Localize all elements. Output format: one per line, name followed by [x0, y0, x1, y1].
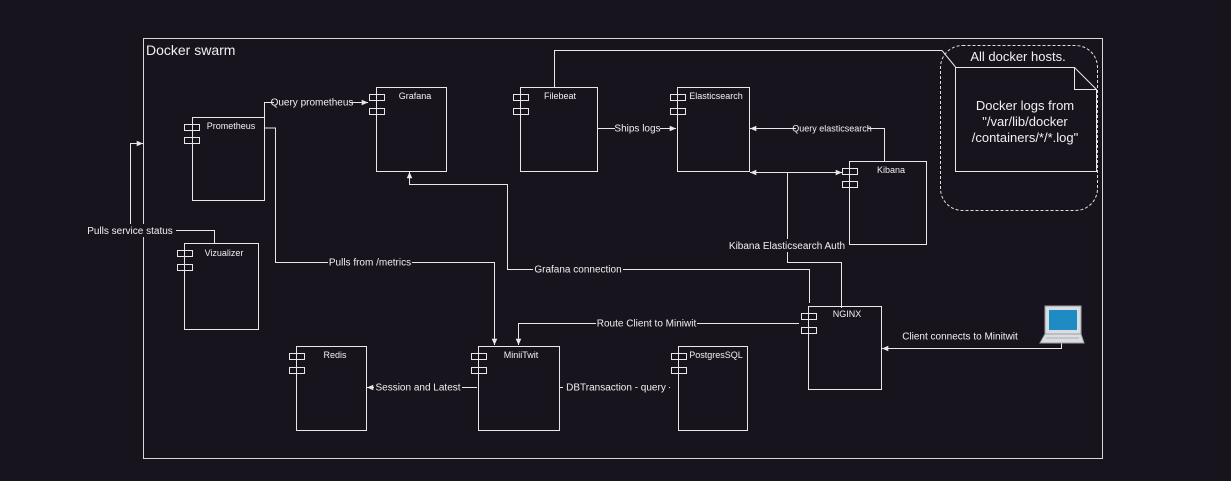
- edge-query-elasticsearch: [750, 125, 885, 162]
- component-grafana: Grafana: [369, 87, 447, 172]
- label-ships-logs: Ships logs: [614, 124, 660, 135]
- edge-pulls-metrics: [264, 127, 498, 345]
- nginx-label: NGINX: [833, 309, 862, 319]
- component-prometheus: Prometheus: [184, 117, 265, 201]
- hosts-title: All docker hosts.: [970, 49, 1065, 64]
- component-miniitwit: MiniiTwit: [471, 346, 560, 431]
- edge-grafana-connection: [406, 172, 810, 303]
- edge-route-client: [515, 323, 799, 345]
- component-postgres: PostgresSQL: [671, 346, 748, 431]
- component-redis: Redis: [289, 346, 367, 431]
- note-line-2: "/var/lib/docker: [982, 114, 1068, 129]
- edge-filebeat-hosts: [554, 50, 956, 87]
- component-filebeat: Filebeat: [513, 87, 598, 172]
- postgres-label: PostgresSQL: [689, 350, 743, 360]
- redis-label: Redis: [323, 350, 347, 360]
- label-pulls-service-status: Pulls service status: [87, 226, 173, 237]
- filebeat-label: Filebeat: [544, 91, 577, 101]
- label-route-client: Route Client to Miniwit: [597, 319, 697, 330]
- kibana-label: Kibana: [877, 165, 905, 175]
- vizualizer-label: Vizualizer: [205, 248, 244, 258]
- label-db-transaction: DBTransaction - query: [566, 383, 666, 394]
- miniitwit-label: MiniiTwit: [504, 350, 539, 360]
- edge-client-connects: [882, 343, 1062, 352]
- label-session-latest: Session and Latest: [375, 383, 460, 394]
- docker-logs-note: Docker logs from "/var/lib/docker /conta…: [955, 67, 1097, 172]
- computer-icon: [1039, 305, 1085, 344]
- label-pulls-metrics: Pulls from /metrics: [329, 258, 411, 269]
- component-kibana: Kibana: [842, 161, 927, 245]
- swarm-title: Docker swarm: [146, 42, 235, 58]
- docker-swarm-container: Docker swarm: [143, 38, 1103, 459]
- grafana-label: Grafana: [399, 91, 432, 101]
- docker-hosts-group: All docker hosts. Docker logs from "/var…: [940, 45, 1098, 211]
- component-nginx: NGINX: [801, 306, 882, 390]
- elasticsearch-label: Elasticsearch: [689, 91, 743, 101]
- label-client-connects: Client connects to Minitwit: [902, 332, 1018, 343]
- edge-kibana-auth: [787, 172, 842, 308]
- label-query-prometheus: Query prometheus: [271, 98, 354, 109]
- component-elasticsearch: Elasticsearch: [670, 87, 750, 172]
- label-query-elasticsearch: Query elasticsearch: [792, 124, 872, 134]
- prometheus-label: Prometheus: [207, 121, 256, 131]
- label-kibana-auth: Kibana Elasticsearch Auth: [729, 241, 845, 252]
- note-line-1: Docker logs from: [976, 98, 1074, 113]
- label-grafana-connection: Grafana connection: [534, 265, 621, 276]
- component-vizualizer: Vizualizer: [177, 243, 259, 330]
- note-line-3: /containers/*/*.log": [972, 130, 1079, 145]
